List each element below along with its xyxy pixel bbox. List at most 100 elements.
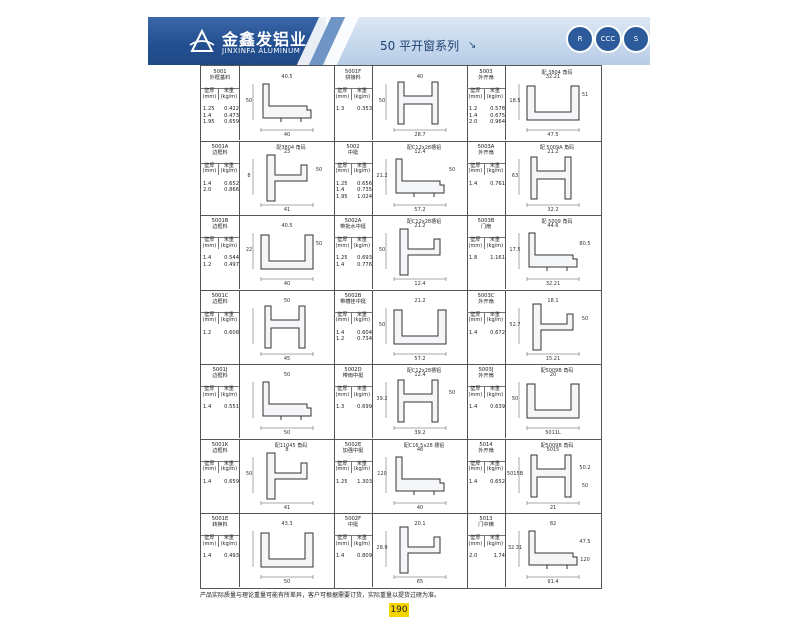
spec-rows: 2.0 1.74 [469, 553, 505, 560]
profile-outline [395, 158, 445, 197]
dimension-label: 50 [582, 483, 588, 489]
thickness-label: 壁厚 [470, 386, 481, 392]
profile-outline [397, 81, 439, 125]
dimension-lines [252, 531, 314, 579]
dimension-label: 21.2 [414, 223, 425, 229]
profile-outline [262, 83, 312, 122]
weight-value: 0.809 [357, 553, 372, 559]
profile-outline [399, 526, 441, 574]
dimension-label: 8 [285, 447, 288, 453]
dimension-label: 21.2 [547, 149, 558, 155]
thickness-unit: (mm) [468, 317, 483, 323]
weight-label: 米重 [356, 386, 367, 392]
weight-label: 米重 [356, 88, 367, 94]
weight-value: 0.422 [224, 106, 239, 112]
profile-code: 5002F [344, 516, 362, 522]
profile-code: 5002A [344, 218, 362, 224]
dimension-label: 12.4 [414, 149, 425, 155]
spec-header: 壁厚(mm)米重(kg/m) [467, 460, 505, 473]
row-divider [201, 364, 601, 365]
spec-header: 壁厚(mm)米重(kg/m) [334, 311, 372, 324]
thickness-value: 1.8 [469, 255, 478, 261]
weight-unit: (kg/m) [220, 93, 238, 100]
profile-outline [530, 156, 572, 199]
weight-unit: (kg/m) [220, 466, 238, 472]
weight-label: 米重 [489, 88, 500, 94]
series-title: 50 平开窗系列 [380, 39, 460, 53]
dimension-label: 32.31 [508, 545, 522, 551]
dimension-lines [385, 84, 447, 132]
profile-outline [395, 456, 445, 495]
weight-value: 0.734 [357, 336, 372, 342]
thickness-value: 1.4 [469, 478, 478, 485]
profile-code: 5002D [344, 367, 362, 373]
dimension-label: 20.1 [414, 521, 425, 527]
brand-name-en: JINXINFA ALUMINUM [222, 47, 301, 55]
spec-header: 壁厚(mm)米重(kg/m) [201, 460, 239, 473]
dimension-lines [385, 158, 447, 207]
weight-value: 0.608 [224, 329, 239, 336]
profile-name: 转换料 [212, 522, 228, 528]
weight-value: 0.497 [224, 261, 239, 268]
thickness-unit: (mm) [468, 93, 483, 100]
thickness-unit: (mm) [468, 466, 483, 472]
weight-value: 1.74 [493, 553, 505, 559]
dimension-label: 39.2 [376, 396, 387, 402]
dimension-label: 50 [284, 372, 290, 378]
dimension-label: 50 [512, 396, 518, 402]
thickness-value: 1.4 [469, 329, 478, 336]
dimension-label: 51 [582, 92, 588, 98]
weight-label: 米重 [489, 162, 500, 169]
weight-value: 0.659 [224, 478, 239, 485]
dimension-label: 20 [550, 372, 556, 378]
profile-code: 5001A [211, 143, 229, 150]
thickness-value: 2.0 [469, 553, 478, 559]
dimension-label: 39.2 [414, 430, 425, 436]
weight-value: 0.473 [224, 112, 239, 119]
accessory-note: 配 5009 角码 [542, 218, 573, 225]
weight-label: 米重 [489, 460, 500, 467]
profile-code: 5001E [211, 516, 229, 522]
dimension-label: 45 [284, 356, 290, 362]
accessory-note: 配5009B 角码 [541, 367, 574, 374]
profile-outline [260, 532, 314, 568]
dimension-lines [385, 307, 447, 356]
thickness-value: 2.0 [469, 119, 478, 125]
dimension-label: 15.21 [546, 356, 560, 362]
dimension-lines [518, 382, 580, 430]
accessory-note: 配 5009A 角码 [540, 144, 574, 151]
thickness-value: 1.4 [336, 187, 345, 193]
weight-value: 1.024 [357, 193, 372, 200]
